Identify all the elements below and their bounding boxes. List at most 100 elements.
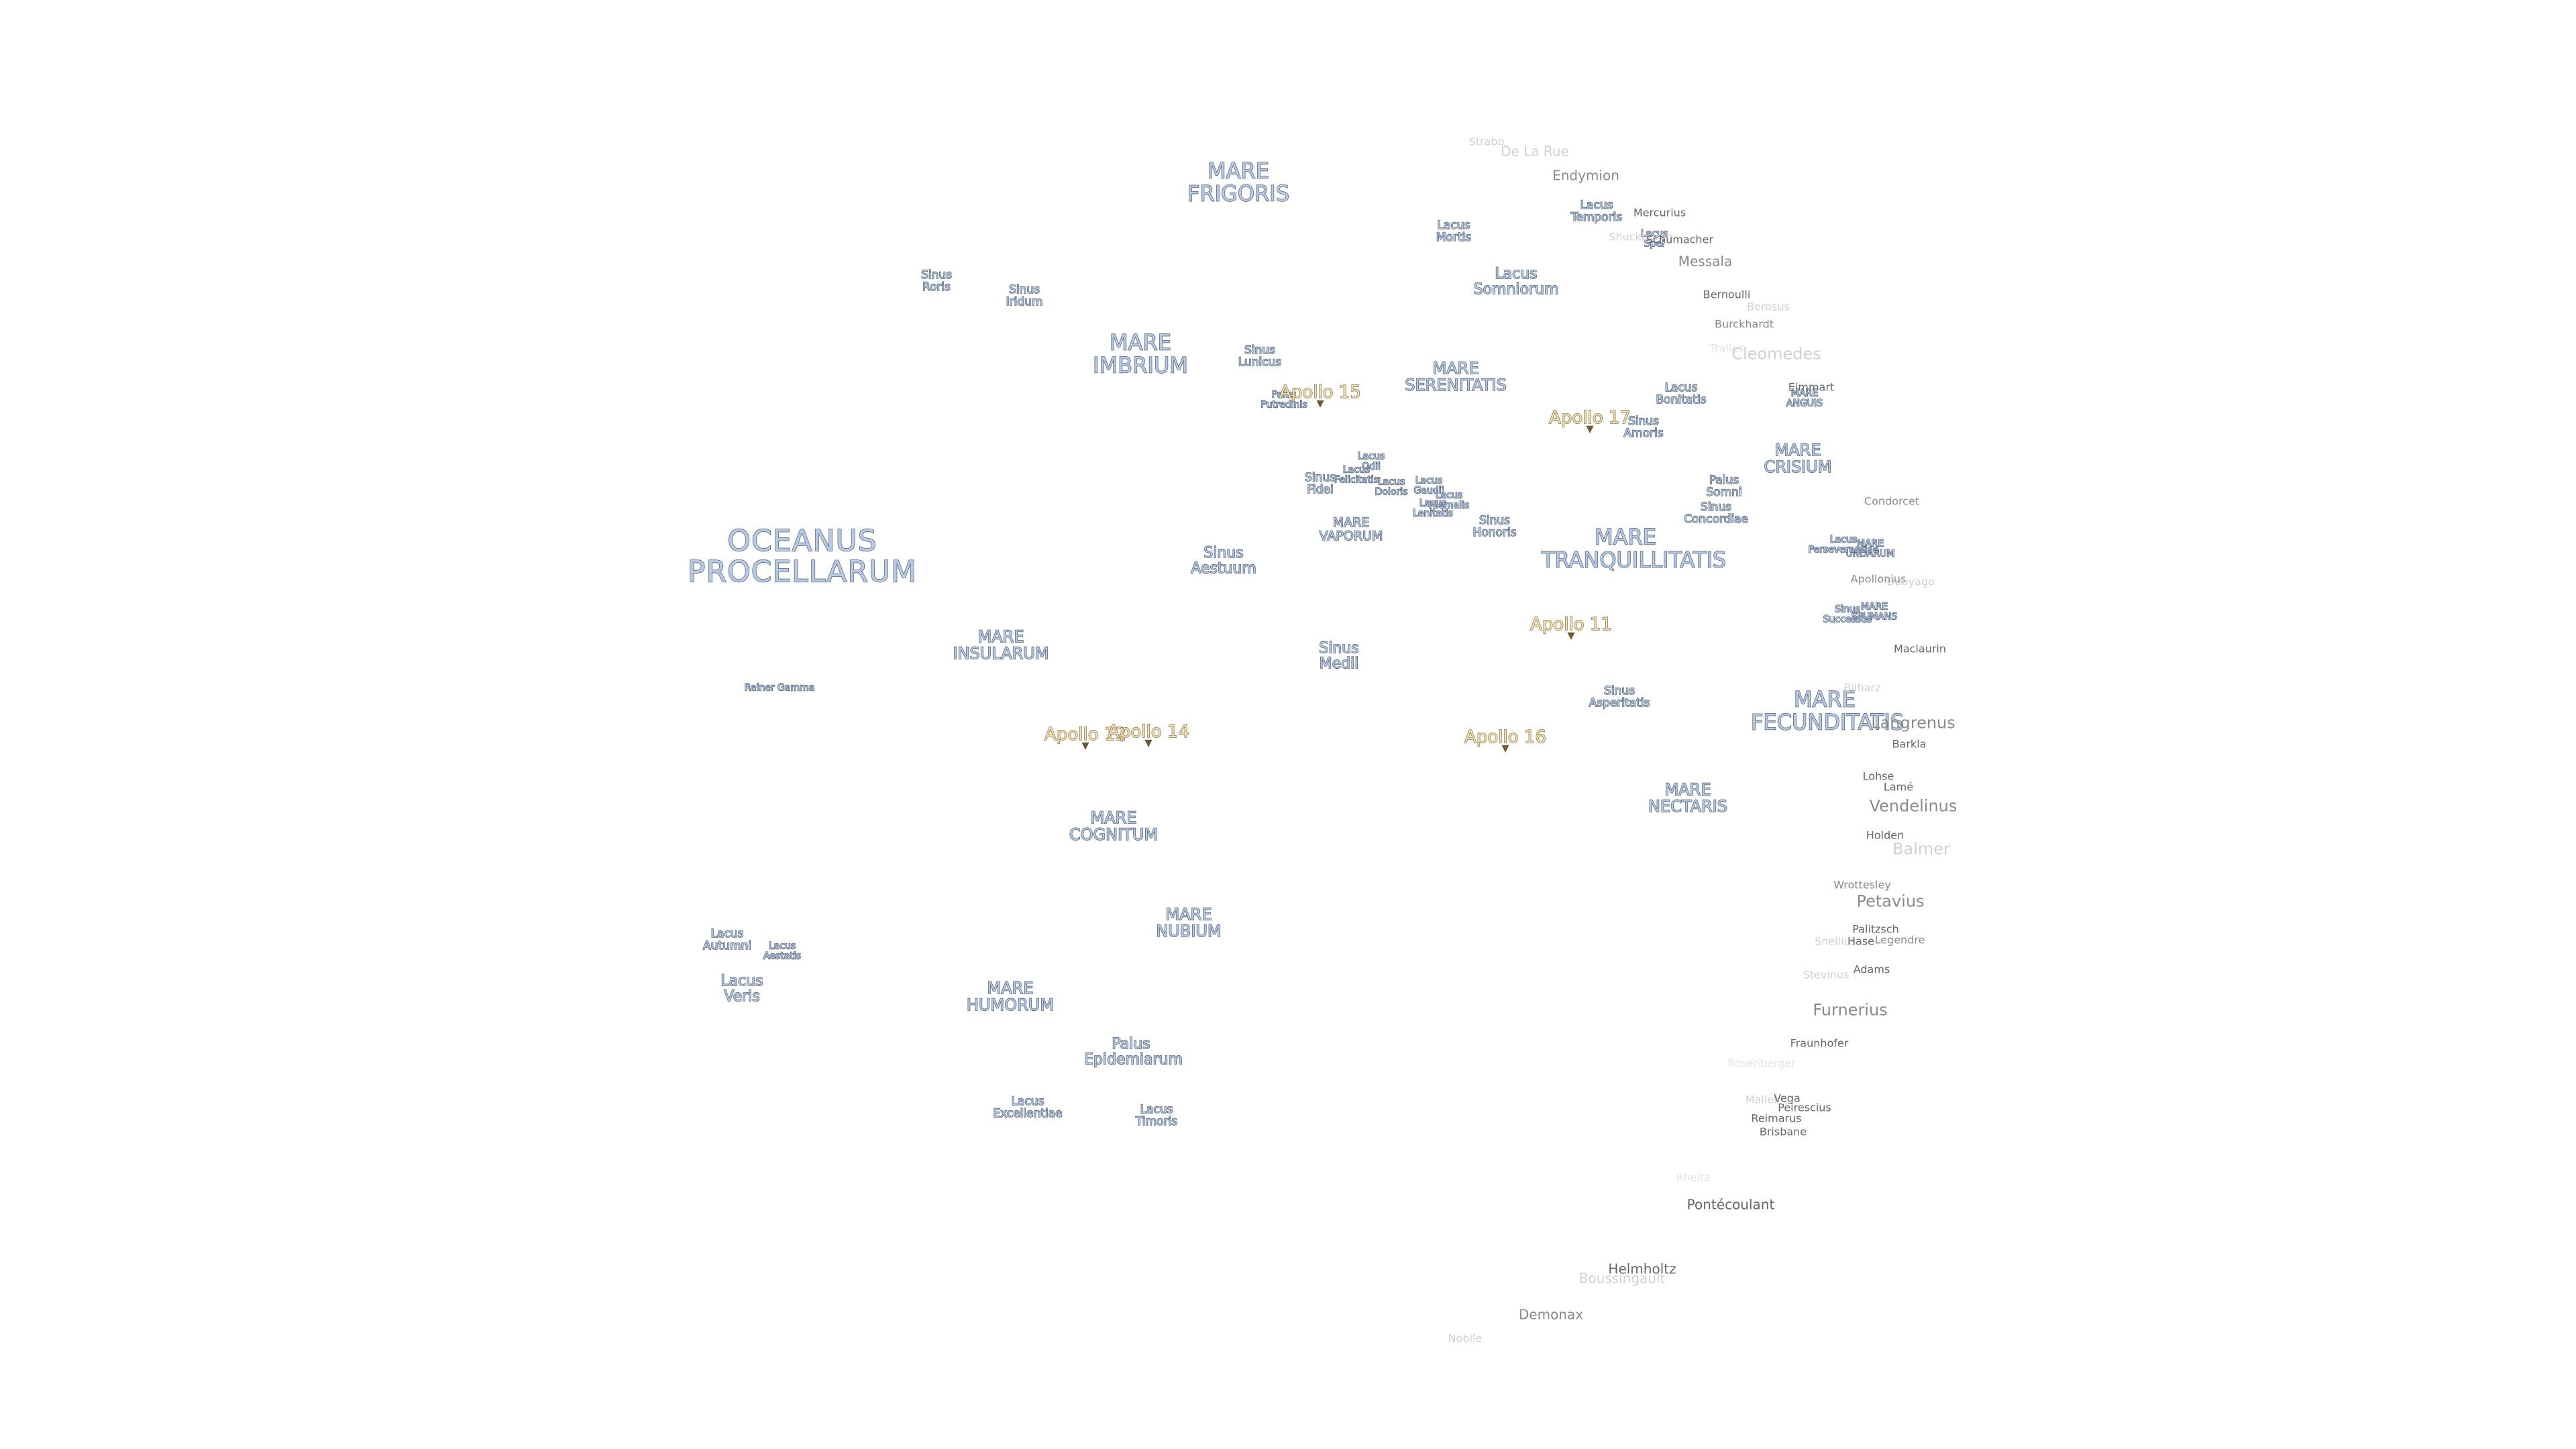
crater-legendre: Legendre (1874, 933, 1925, 947)
crater-berosus: Berosus (1747, 300, 1790, 313)
crater-de-la-rue: De La Rue (1501, 143, 1569, 160)
crater-apollonius: Apollonius (1850, 572, 1907, 586)
label-sinus-honoris: Sinus Honoris (1472, 514, 1517, 539)
crater-peirescius: Peirescius (1778, 1101, 1831, 1114)
label-palus-putredinis: Palus Putredinis (1260, 389, 1308, 410)
label-sinus-roris: Sinus Roris (920, 268, 952, 294)
label-lacus-temporis: Lacus Temporis (1570, 199, 1623, 224)
label-lacus-spei: Lacus Spei (1640, 228, 1668, 249)
crater-vega: Vega (1774, 1091, 1801, 1105)
landing-site-marker: ▼ (1587, 424, 1593, 434)
crater-lame: Lamé (1883, 780, 1914, 794)
crater-strabo: Strabo (1468, 135, 1505, 148)
crater-brisbane: Brisbane (1759, 1125, 1807, 1138)
apollo-11-site: Apollo 11▼ (1529, 614, 1612, 641)
crater-burckhardt: Burckhardt (1714, 317, 1774, 331)
crater-boussingault: Boussingault (1578, 1270, 1666, 1287)
crater-holden: Holden (1866, 828, 1904, 842)
crater-langrenus: Langrenus (1871, 713, 1955, 733)
crater-mercurius: Mercurius (1633, 206, 1686, 219)
crater-nobile: Nobile (1448, 1332, 1483, 1345)
apollo-17-site: Apollo 17▼ (1548, 408, 1631, 434)
apollo-15-site: Apollo 15▼ (1279, 382, 1361, 409)
label-lacus-lenitatis: Lacus Lenitatis (1412, 498, 1453, 519)
crater-rheita: Rheita (1676, 1171, 1711, 1184)
crater-fraunhofer: Fraunhofer (1790, 1036, 1849, 1050)
label-mare-nubium: MARE NUBIUM (1156, 904, 1222, 941)
label-mare-tranquillitatis: MARE TRANQUILLITATIS (1541, 524, 1727, 572)
crater-hase: Hase (1847, 934, 1875, 948)
label-lacus-aestatis: Lacus Aestatis (763, 941, 801, 961)
label-mare-cognitum: MARE COGNITUM (1069, 808, 1159, 844)
label-lacus-gaudii: Lacus Gaudii (1413, 475, 1444, 496)
label-mare-undarum: MARE UNDARUM (1845, 538, 1895, 559)
apollo-14-site: Apollo 14▼ (1107, 722, 1189, 748)
crater-rosenberger: Rosenberger (1727, 1057, 1796, 1070)
crater-balmer: Balmer (1892, 839, 1950, 859)
label-lacus-somniorum: Lacus Somniorum (1473, 265, 1559, 298)
label-mare-imbrium: MARE IMBRIUM (1092, 329, 1188, 378)
label-sinus-asperitatis: Sinus Asperitatis (1589, 684, 1650, 710)
landing-site-marker: ▼ (1082, 741, 1089, 751)
label-palus-somni: Palus Somni (1706, 474, 1743, 499)
landing-site-marker: ▼ (1317, 398, 1324, 409)
label-sinus-medii: Sinus Medii (1319, 639, 1360, 672)
crater-snellius: Snellius (1815, 934, 1856, 948)
label-lacus-hiemalis: Lacus Hiemalis (1428, 490, 1470, 511)
label-lacus-perseverantiae: Lacus Perseverantiae (1808, 534, 1879, 555)
crater-eimmart: Eimmart (1788, 380, 1835, 394)
crater-condorcet: Condorcet (1864, 494, 1920, 508)
label-mare-serenitatis: MARE SERENITATIS (1405, 358, 1507, 394)
label-lacus-doloris: Lacus Doloris (1375, 476, 1408, 497)
label-mare-nectaris: MARE NECTARIS (1648, 780, 1728, 816)
crater-reimarus: Reimarus (1751, 1112, 1802, 1125)
crater-palitzsch: Palitzsch (1852, 922, 1899, 936)
apollo-12-site: Apollo 12▼ (1044, 724, 1126, 751)
crater-vendelinus: Vendelinus (1869, 796, 1957, 816)
crater-bernoulli: Bernoulli (1703, 288, 1751, 301)
label-mare-insularum: MARE INSULARUM (953, 627, 1050, 663)
label-mare-crisium: MARE CRISIUM (1764, 440, 1833, 476)
crater-shuckburgh: Shuckburgh (1609, 230, 1673, 244)
crater-petavius: Petavius (1856, 892, 1925, 911)
crater-dubyago: Dubyago (1886, 575, 1935, 588)
label-sinus-lunicus: Sinus Lunicus (1238, 343, 1282, 369)
crater-lohse: Lohse (1862, 769, 1894, 783)
crater-demonax: Demonax (1518, 1306, 1584, 1323)
label-palus-epidemiarum: Palus Epidemiarum (1083, 1035, 1183, 1068)
crater-messala: Messala (1678, 253, 1733, 270)
crater-endymion: Endymion (1552, 167, 1619, 184)
crater-bilharz: Bilharz (1843, 681, 1881, 694)
crater-stevinus: Stevinus (1803, 968, 1849, 981)
label-sinus-aestuum: Sinus Aestuum (1190, 544, 1256, 577)
crater-barkla: Barkla (1892, 737, 1927, 751)
label-lacus-excellentiae: Lacus Excellentiae (993, 1095, 1063, 1120)
landing-site-marker: ▼ (1568, 631, 1574, 641)
label-sinus-concordiae: Sinus Concordiae (1683, 500, 1748, 526)
label-mare-spumans: MARE SPUMANS (1851, 601, 1898, 622)
label-lacus-bonitatis: Lacus Bonitatis (1656, 381, 1707, 407)
label-lacus-felicitatis: Lacus Felicitatis (1334, 464, 1379, 485)
crater-tralles: Tralles (1709, 341, 1744, 355)
label-lacus-autumni: Lacus Autumni (702, 927, 751, 953)
label-sinus-iridum: Sinus Iridum (1006, 283, 1043, 309)
crater-maclaurin: Maclaurin (1894, 642, 1946, 655)
label-mare-humorum: MARE HUMORUM (966, 978, 1055, 1014)
crater-furnerius: Furnerius (1813, 1000, 1888, 1020)
landing-site-marker: ▼ (1502, 743, 1509, 753)
label-oceanus-procellarum: OCEANUS PROCELLARUM (687, 523, 918, 589)
label-lacus-veris: Lacus Veris (720, 972, 764, 1005)
crater-pontecoulant: Pontécoulant (1686, 1196, 1775, 1213)
crater-mallet: Mallet (1745, 1093, 1778, 1106)
crater-schumacher: Schumacher (1646, 233, 1713, 246)
label-lacus-mortis: Lacus Mortis (1436, 219, 1472, 244)
label-lacus-odii: Lacus Odii (1357, 451, 1385, 472)
label-mare-anguis: MARE ANGUIS (1786, 388, 1823, 409)
label-mare-vaporum: MARE VAPORUM (1319, 515, 1383, 543)
label-sinus-successus: Sinus Successus (1823, 604, 1872, 625)
label-mare-fecunditatis: MARE FECUNDITATIS (1750, 686, 1904, 735)
crater-helmholtz: Helmholtz (1608, 1260, 1676, 1277)
crater-wrottesley: Wrottesley (1833, 878, 1891, 892)
label-sinus-amoris: Sinus Amoris (1623, 415, 1664, 440)
